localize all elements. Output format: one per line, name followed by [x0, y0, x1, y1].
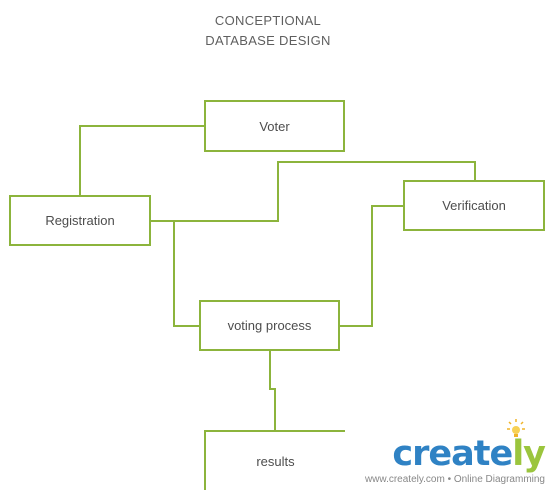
watermark-tagline: www.creately.com • Online Diagramming	[364, 474, 545, 485]
connector-voting-results[interactable]	[269, 351, 276, 430]
logo-main-text: create	[392, 434, 513, 474]
connector-registration-voting[interactable]	[173, 221, 199, 327]
entity-verification[interactable]: Verification	[403, 180, 545, 231]
title-line-2: DATABASE DESIGN	[205, 33, 331, 48]
entity-voter-label: Voter	[259, 118, 290, 134]
entity-registration[interactable]: Registration	[9, 195, 151, 246]
entity-verification-label: Verification	[442, 198, 506, 213]
entity-voting-process[interactable]: voting process	[199, 300, 340, 351]
connector-voting-verification[interactable]	[340, 205, 403, 327]
entity-results[interactable]: results	[204, 430, 345, 490]
entity-registration-label: Registration	[45, 213, 115, 228]
entity-voter[interactable]: Voter	[204, 100, 345, 152]
entity-results-label: results	[256, 453, 295, 469]
lightbulb-icon	[507, 419, 525, 437]
logo-accent-text: ly	[512, 434, 546, 474]
title-line-1: CONCEPTIONAL	[214, 13, 322, 28]
connector-registration-voter[interactable]	[79, 125, 204, 195]
creately-watermark: creately www.creately.com • Online Diagr…	[364, 419, 546, 485]
diagram-title: CONCEPTIONAL DATABASE DESIGN	[168, 11, 368, 51]
entity-voting-process-label: voting process	[227, 318, 312, 333]
creately-logo: creately	[365, 419, 546, 474]
connector-registration-verification[interactable]	[151, 161, 476, 222]
